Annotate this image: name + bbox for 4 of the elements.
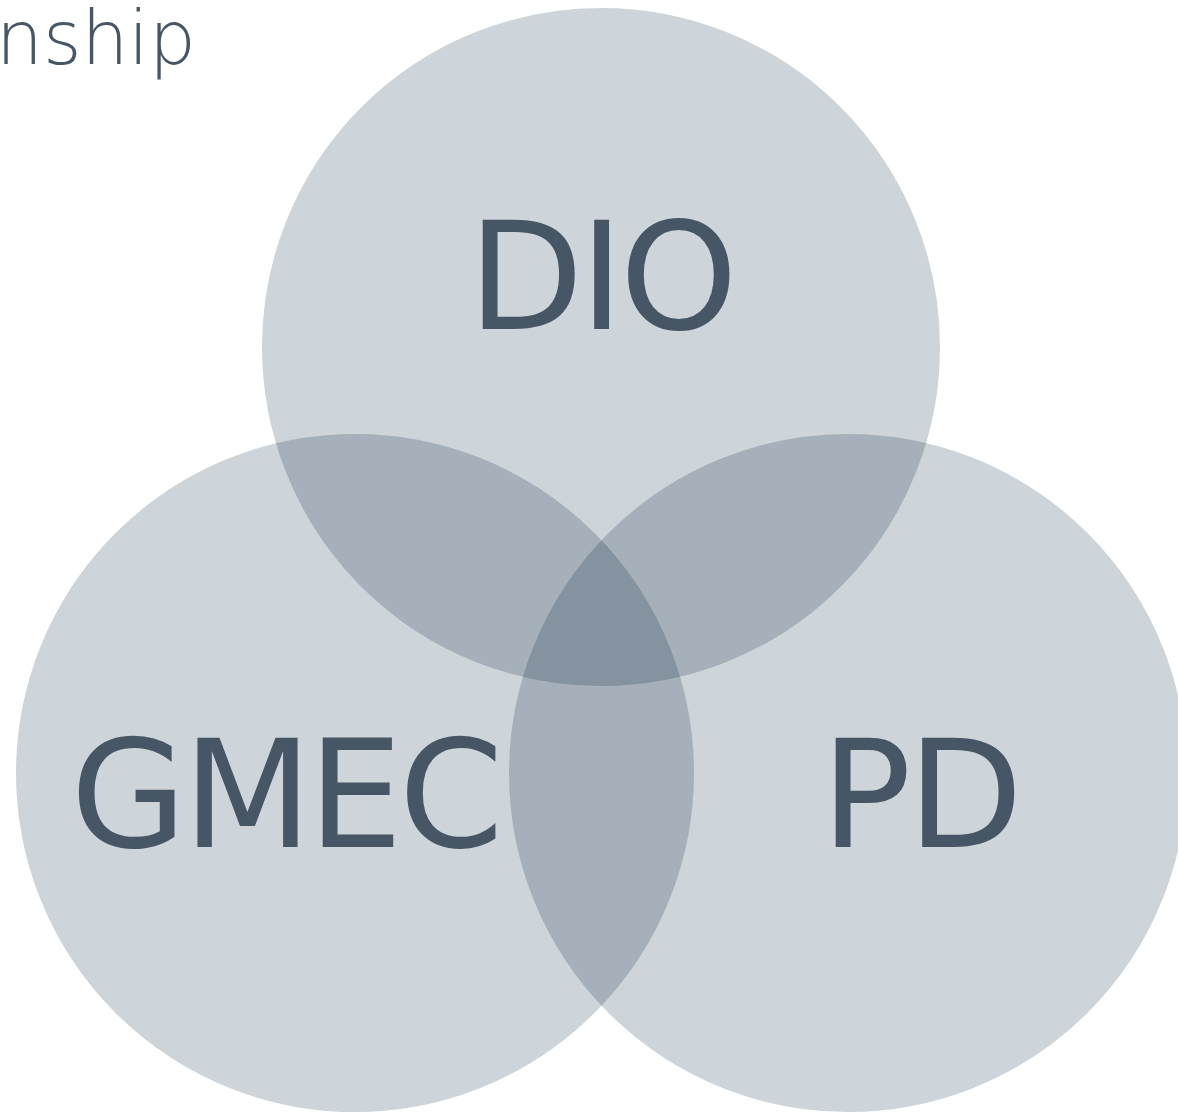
set-label: PD [821,720,1019,870]
set-label: DIO [468,202,734,352]
title: nship [0,0,196,83]
set-label: GMEC [70,720,500,870]
